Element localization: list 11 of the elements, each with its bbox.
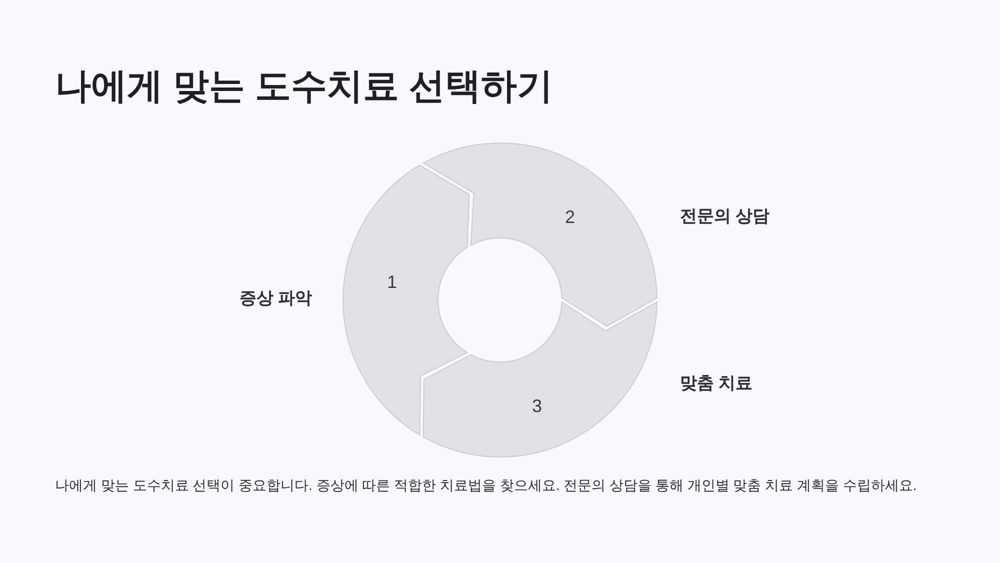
title: 나에게 맞는 도수치료 선택하기: [55, 64, 554, 108]
cycle-segment: [422, 300, 658, 458]
step-number: 3: [532, 397, 542, 415]
step-label: 맞춤 치료: [680, 374, 753, 392]
step-label: 증상 파악: [239, 290, 312, 306]
caption: 나에게 맞는 도수치료 선택이 중요합니다. 증상에 따른 적합한 치료법을 찾으세요. 전문의 상담을 통해 개인별 맞춤 치료 계획을 수립하세요.: [55, 476, 917, 495]
step-number: 2: [565, 208, 575, 226]
step-number: 1: [387, 273, 397, 291]
step-label: 전문의 상담: [680, 208, 770, 224]
cycle-segment: [422, 142, 658, 328]
cycle-segment: [342, 164, 471, 436]
